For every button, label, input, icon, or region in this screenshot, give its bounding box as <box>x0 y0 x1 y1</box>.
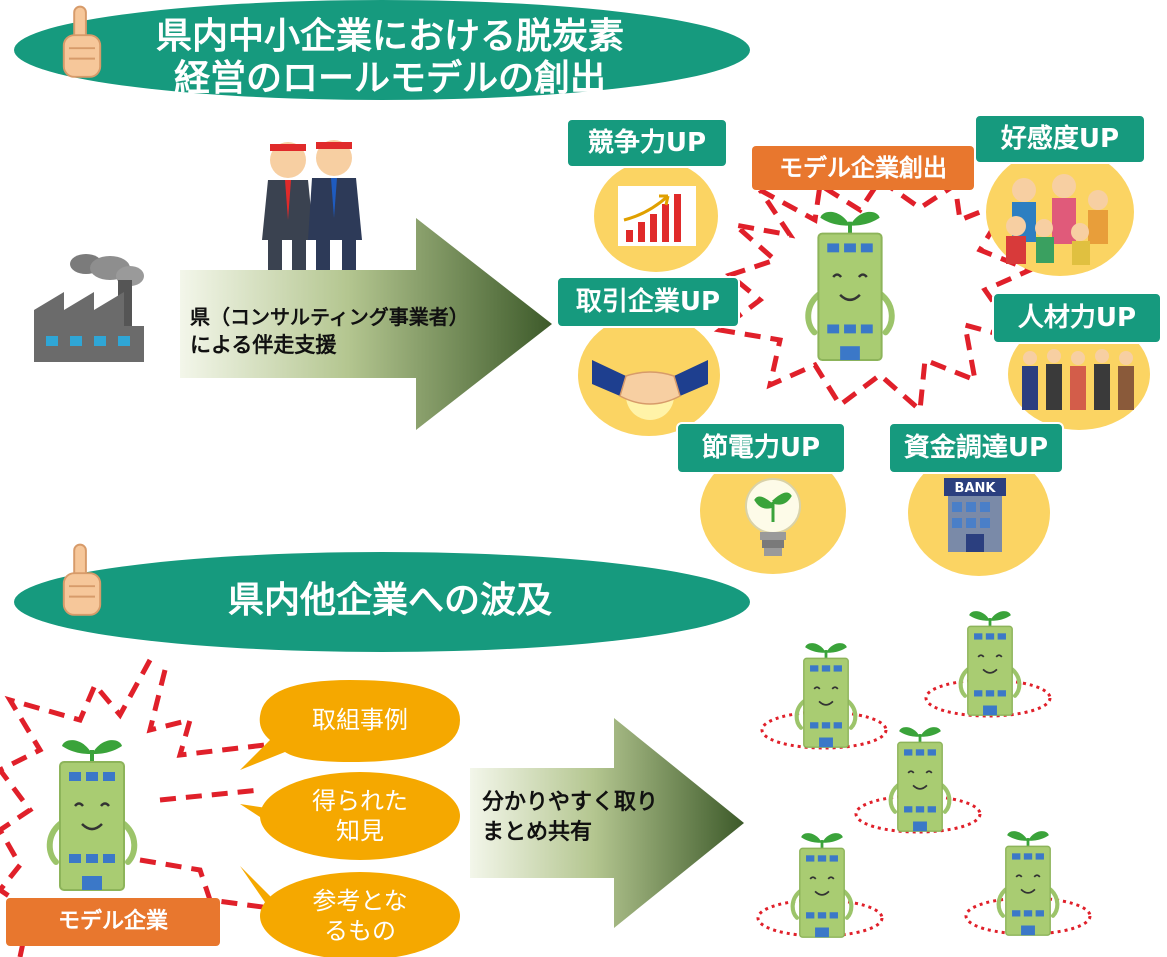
bottom-banner-title: 県内他企業への波及 <box>227 580 552 621</box>
spread-building-icon <box>884 716 956 834</box>
spread-building-icon <box>786 822 858 940</box>
spread-building-icon <box>992 820 1064 938</box>
top-banner-line2: 経営のロールモデルの創出 <box>173 58 606 100</box>
businessmen-running-icon <box>262 140 362 275</box>
favorability-label: 好感度UP <box>974 114 1146 164</box>
support-text: 県（コンサルティング事業者） による伴走支援 <box>190 304 469 359</box>
growth-chart-icon <box>618 186 696 246</box>
spread-building-icon <box>954 600 1026 718</box>
model-company-label: モデル企業 <box>6 898 220 946</box>
share-text-line2: まとめ共有 <box>482 819 593 845</box>
support-text-line1: 県（コンサルティング事業者） <box>190 305 469 329</box>
pointing-finger-icon <box>56 4 108 82</box>
partners-label: 取引企業UP <box>556 276 740 328</box>
reference-line2: るもの <box>324 917 396 945</box>
share-text-line1: 分かりやすく取り <box>482 790 659 815</box>
left-model-company-building-icon <box>40 724 144 894</box>
human-resources-label: 人材力UP <box>992 292 1162 344</box>
support-arrow <box>180 218 552 430</box>
spread-rings <box>756 678 1092 938</box>
handshake-icon <box>592 360 708 420</box>
top-banner-title: 県内中小企業における脱炭素 経営のロールモデルの創出 <box>130 16 650 101</box>
knowledge-line1: 得られた <box>312 787 408 815</box>
family-icon <box>1006 174 1108 265</box>
bottom-banner <box>14 552 750 652</box>
power-saving-label: 節電力UP <box>676 422 846 474</box>
knowledge-bubble-text: 得られた 知見 <box>270 786 450 846</box>
knowledge-line2: 知見 <box>336 817 384 845</box>
factory-icon <box>34 254 144 362</box>
light-bulb-icon <box>745 478 801 556</box>
share-text: 分かりやすく取り まとめ共有 <box>482 788 658 847</box>
left-burst-dashes <box>0 658 286 957</box>
spread-building-icon <box>790 632 862 750</box>
workers-icon <box>1022 349 1134 410</box>
bank-sign: BANK <box>955 481 997 496</box>
support-text-line2: による伴走支援 <box>190 333 337 357</box>
competitiveness-label: 競争力UP <box>566 118 728 168</box>
reference-line1: 参考とな <box>312 887 408 915</box>
top-banner <box>14 0 750 100</box>
model-company-created-badge: モデル企業創出 <box>752 146 974 190</box>
funding-label: 資金調達UP <box>888 422 1064 474</box>
top-banner-line1: 県内中小企業における脱炭素 <box>155 16 624 57</box>
reference-bubble-text: 参考とな るもの <box>270 886 450 946</box>
burst-dashes <box>713 176 1037 416</box>
pointing-finger-icon <box>56 542 108 620</box>
cases-bubble-text: 取組事例 <box>312 706 408 734</box>
speech-bubbles <box>240 680 460 957</box>
share-arrow <box>470 718 744 928</box>
bank-icon: BANK <box>944 478 1006 552</box>
model-company-building-icon <box>798 196 902 364</box>
